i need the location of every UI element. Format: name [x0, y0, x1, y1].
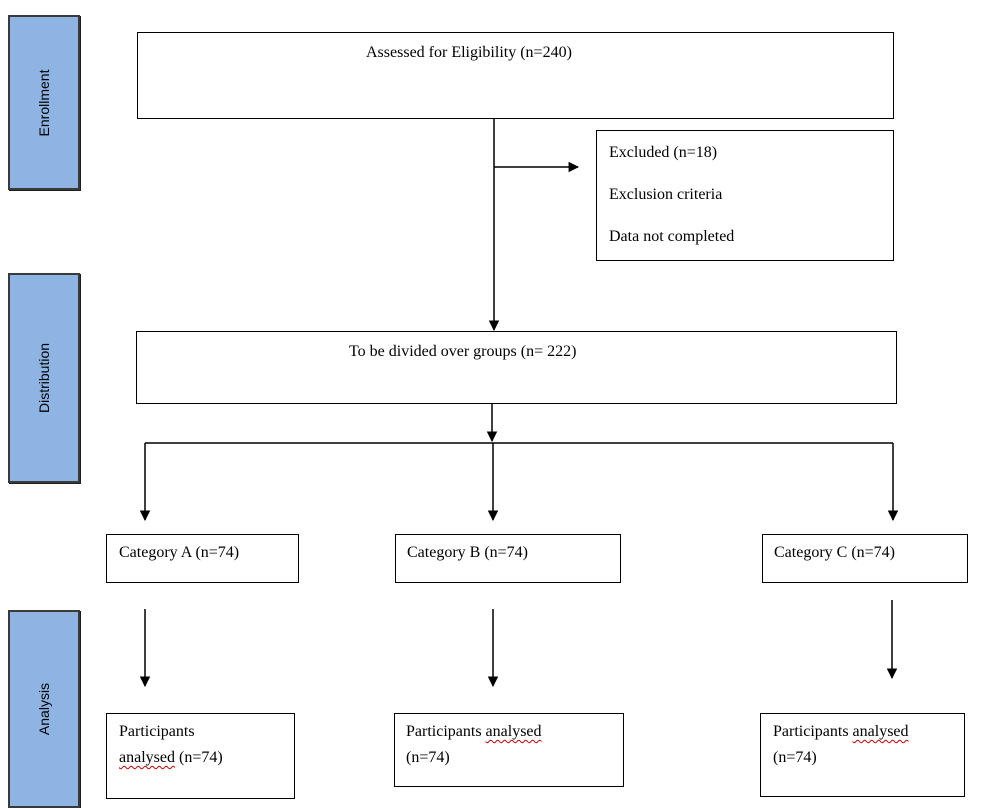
category-a-box: Category A (n=74): [106, 534, 299, 583]
excluded-reason-criteria: Exclusion criteria: [609, 186, 723, 203]
analysis-b-line2: (n=74): [406, 749, 450, 766]
analysis-b-word: analysed: [485, 723, 542, 740]
divided-box: To be divided over groups (n= 222): [136, 331, 897, 404]
analysis-b-prefix: Participants: [406, 723, 486, 740]
analysis-a-word: analysed: [119, 749, 175, 766]
category-b-box: Category B (n=74): [395, 534, 621, 583]
analysis-c-line2: (n=74): [773, 749, 817, 766]
excluded-box: Excluded (n=18) Exclusion criteria Data …: [596, 130, 894, 261]
category-a-label: Category A (n=74): [119, 544, 240, 561]
phase-analysis: Analysis: [8, 610, 80, 808]
analysis-a-line2: analysed (n=74): [119, 748, 223, 767]
assessed-label: Assessed for Eligibility (n=240): [366, 44, 572, 61]
category-c-box: Category C (n=74): [762, 534, 968, 583]
analysis-c-box: Participants analysed (n=74): [760, 713, 965, 797]
analysis-a-tail: (n=74): [174, 749, 223, 766]
analysis-a-box: Participants analysed (n=74): [106, 713, 295, 799]
category-b-label: Category B (n=74): [407, 544, 528, 561]
phase-distribution: Distribution: [8, 273, 80, 483]
analysis-b-box: Participants analysed (n=74): [394, 713, 624, 787]
analysis-c-word: analysed: [852, 723, 909, 740]
analysis-c-line1: Participants analysed: [773, 722, 909, 741]
divided-label: To be divided over groups (n= 222): [349, 343, 577, 360]
analysis-c-prefix: Participants: [773, 723, 853, 740]
analysis-b-line1: Participants analysed: [406, 722, 542, 741]
phase-enrollment: Enrollment: [8, 15, 80, 190]
category-c-label: Category C (n=74): [774, 544, 895, 561]
excluded-reason-incomplete: Data not completed: [609, 228, 735, 245]
analysis-a-line1: Participants: [119, 723, 195, 740]
excluded-title: Excluded (n=18): [609, 144, 718, 161]
assessed-box: Assessed for Eligibility (n=240): [137, 32, 894, 119]
